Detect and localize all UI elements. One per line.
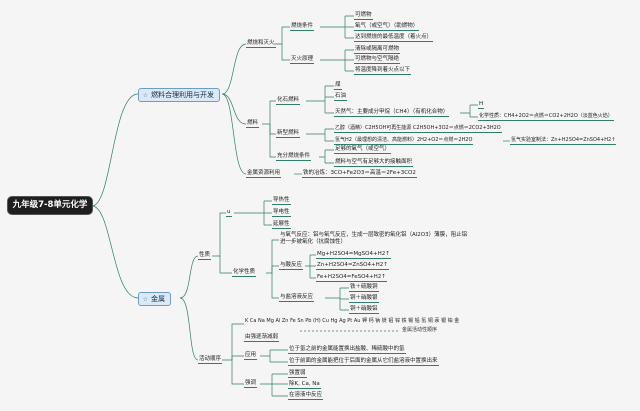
node-extinguish[interactable]: 灭火原理	[290, 56, 315, 64]
leaf-oxygen-reaction[interactable]: 与氧气反应：铝与氧气反应，生成一层致密的氧化铝（Al2O3）薄膜，阻止铝进一步被…	[280, 232, 468, 245]
leaf-acid[interactable]: Zn+H2SO4=ZnSO4+H2↑	[316, 262, 389, 270]
node-acid-reaction[interactable]: 与酸反应	[279, 262, 304, 270]
leaf-ethanol[interactable]: 乙醇（酒精）C2H5OH可再生能源 C2H5OH+3O2＝点燃＝2CO2+3H2…	[334, 125, 502, 133]
leaf-physical[interactable]: 导电性	[272, 209, 291, 217]
leaf-extinguish[interactable]: 清除或隔离可燃物	[354, 46, 401, 54]
node-conditions[interactable]: 燃烧条件	[290, 23, 315, 31]
leaf-physical[interactable]: 延展性	[272, 221, 291, 229]
leaf-acid[interactable]: Fe+H2SO4=FeSO4+H2↑	[316, 274, 387, 282]
leaf-condition[interactable]: 达到燃烧的最低温度（着火点）	[354, 34, 434, 42]
leaf-acid[interactable]: Mg+H2SO4=MgSO4+H2↑	[316, 251, 391, 259]
root-topic[interactable]: 九年级7-8单元化学	[8, 197, 92, 214]
node-metal-resources[interactable]: 金属资源利用	[246, 170, 282, 178]
leaf-salt[interactable]: 铁＋硫酸铜	[349, 284, 379, 292]
leaf-coal[interactable]: 煤	[334, 82, 342, 90]
leaf-physical[interactable]: 导热性	[272, 197, 291, 205]
branch-fuel[interactable]: ☆燃料合理利用与开发	[138, 88, 220, 102]
leaf-application[interactable]: 位于前面的金属能把位于后面的金属从它们盐溶液中置换出来	[288, 358, 439, 366]
leaf-emphasis[interactable]: 在溶液中反应	[288, 392, 324, 400]
branch-metal[interactable]: ☆金属	[138, 292, 171, 306]
activity-sequence-note: 金属活动性顺序	[402, 327, 438, 333]
node-fossil-fuels[interactable]: 化石燃料	[276, 97, 301, 105]
leaf-complete[interactable]: 足够的氧气（或空气）	[334, 146, 392, 154]
leaf-salt[interactable]: 铜＋硝酸银	[349, 295, 379, 303]
node-chemical[interactable]: 化学性质	[232, 269, 257, 277]
leaf-salt[interactable]: 铜＋硝酸铝	[349, 306, 379, 314]
node-complete-combustion[interactable]: 充分燃烧条件	[276, 153, 312, 161]
leaf-iron-smelting[interactable]: 铁的冶炼：3CO+Fe2O3＝高温＝2Fe+3CO2	[302, 170, 417, 178]
leaf-gas-chemistry[interactable]: 化学性质：CH4+2O2＝点燃＝CO2+2H2O（淡蓝色火焰）	[478, 113, 614, 121]
leaf-activity-sequence[interactable]: K Ca Na Mg Al Zn Fe Sn Pb (H) Cu Hg Ag P…	[245, 318, 460, 324]
node-fuels[interactable]: 燃料	[246, 120, 260, 128]
node-properties[interactable]: 性质	[198, 252, 212, 260]
node-combustion[interactable]: 燃烧和灭火	[246, 40, 276, 48]
node-application[interactable]: 应用	[244, 352, 258, 360]
leaf-complete[interactable]: 燃料与空气有足够大的接触面积	[334, 159, 414, 167]
node-new-fuels[interactable]: 新型燃料	[276, 130, 301, 138]
star-icon: ☆	[142, 92, 149, 99]
leaf-condition[interactable]: 可燃物	[354, 12, 373, 20]
leaf-gas-note[interactable]: H	[478, 101, 485, 109]
leaf-hydrogen-lab[interactable]: 氢气实验室制法：Zn+H2SO4=ZnSO4+H2↑	[510, 137, 617, 145]
node-salt-reaction[interactable]: 与盐溶液反应	[279, 294, 315, 302]
leaf-natural-gas[interactable]: 天然气：主要成分甲烷（CH4）（有机化合物）	[334, 109, 450, 117]
star-icon: ☆	[142, 296, 149, 303]
leaf-extinguish[interactable]: 可燃物与空气隔绝	[354, 56, 401, 64]
branch-metal-label: 金属	[151, 295, 165, 303]
leaf-oil[interactable]: 石油	[334, 93, 348, 101]
node-physical[interactable]: u	[226, 209, 232, 217]
leaf-extinguish[interactable]: 将温度降到着火点以下	[354, 67, 412, 75]
leaf-activity-order[interactable]: 由强逐渐减弱	[244, 334, 280, 342]
node-activity-series[interactable]: 活动顺序	[198, 356, 223, 364]
node-emphasis[interactable]: 强调	[244, 380, 258, 388]
leaf-emphasis[interactable]: 强置弱	[288, 370, 307, 378]
leaf-condition[interactable]: 氧气（或空气）（助燃物）	[354, 23, 420, 31]
leaf-application[interactable]: 位于氢之前的金属能置换出盐酸、稀硫酸中的氢	[288, 346, 406, 354]
branch-fuel-label: 燃料合理利用与开发	[151, 91, 214, 99]
leaf-emphasis[interactable]: 除K, Ca, Na	[288, 381, 321, 389]
leaf-hydrogen[interactable]: 氢气H2（最理想的清洁、高能燃料）2H2+O2＝点燃＝2H2O	[334, 137, 474, 145]
